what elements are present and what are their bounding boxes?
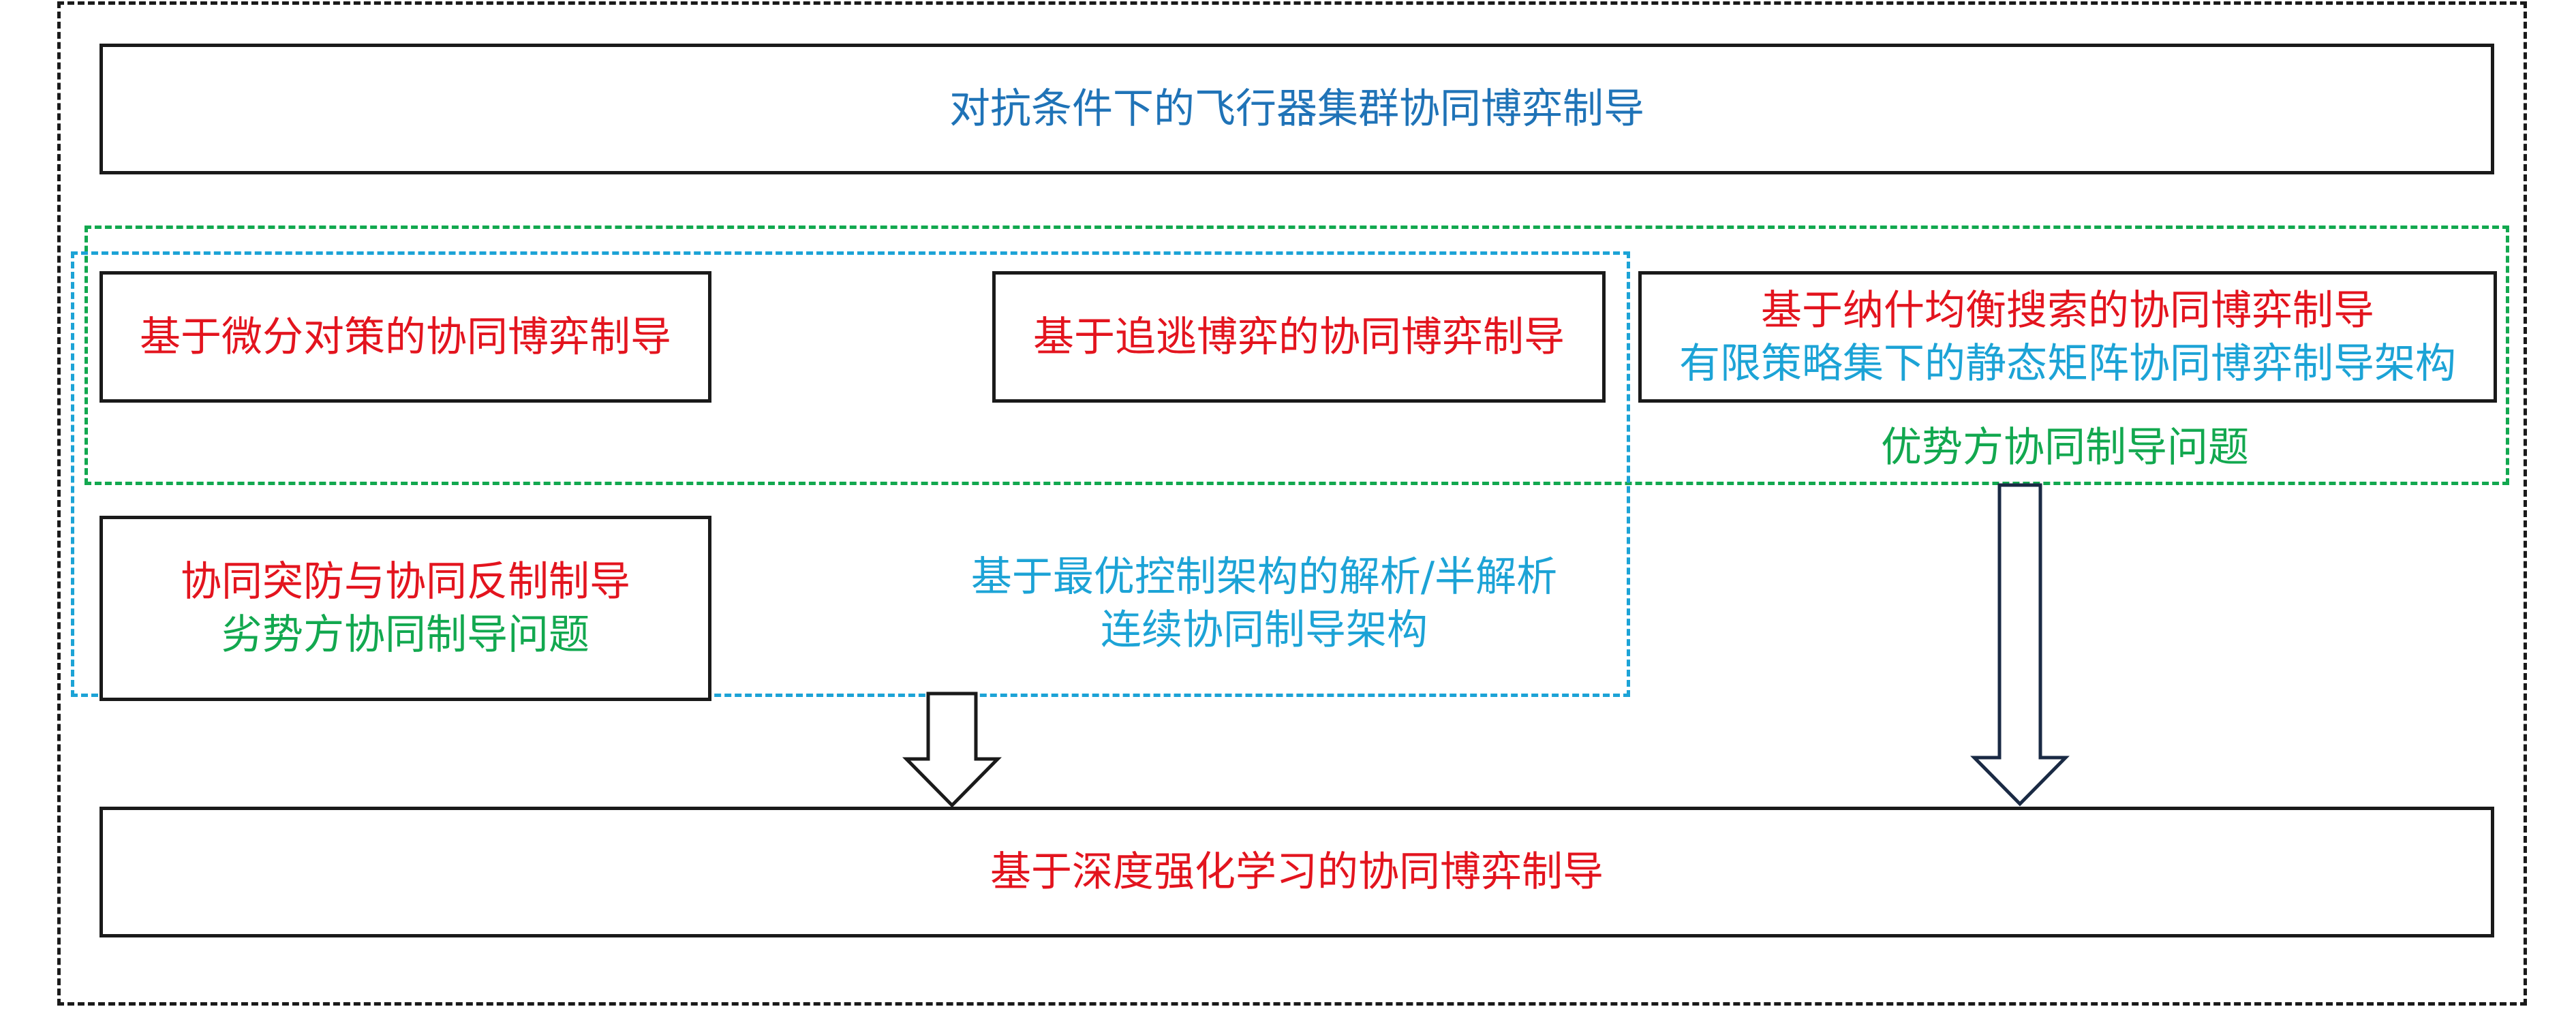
static-matrix-text: 有限策略集下的静态矩阵协同博弈制导架构 xyxy=(1679,339,2456,388)
differential-game-text: 基于微分对策的协同博弈制导 xyxy=(140,313,671,361)
optimal-control-group-frame xyxy=(71,251,1630,697)
drl-text: 基于深度强化学习的协同博弈制导 xyxy=(990,848,1604,896)
penetration-text: 协同突防与协同反制制导 xyxy=(181,558,630,606)
pursuit-evasion-text: 基于追逃博弈的协同博弈制导 xyxy=(1033,313,1565,361)
pursuit-evasion-box: 基于追逃博弈的协同博弈制导 xyxy=(992,271,1606,403)
nash-equilibrium-text: 基于纳什均衡搜索的协同博弈制导 xyxy=(1761,286,2374,335)
advantaged-group-frame xyxy=(85,226,2509,485)
disadvantaged-side-text: 劣势方协同制导问题 xyxy=(221,611,589,659)
optimal-control-line2: 连续协同制导架构 xyxy=(1101,606,1428,654)
penetration-box: 协同突防与协同反制制导 劣势方协同制导问题 xyxy=(99,516,711,701)
nash-equilibrium-box: 基于纳什均衡搜索的协同博弈制导 有限策略集下的静态矩阵协同博弈制导架构 xyxy=(1638,271,2497,403)
differential-game-box: 基于微分对策的协同博弈制导 xyxy=(99,271,711,403)
title-text: 对抗条件下的飞行器集群协同博弈制导 xyxy=(949,85,1644,133)
optimal-control-label: 基于最优控制架构的解析/半解析 连续协同制导架构 xyxy=(906,550,1622,657)
title-box: 对抗条件下的飞行器集群协同博弈制导 xyxy=(99,44,2494,174)
advantaged-side-label: 优势方协同制导问题 xyxy=(1881,424,2249,471)
outer-frame xyxy=(57,1,2527,1006)
drl-box: 基于深度强化学习的协同博弈制导 xyxy=(99,807,2494,937)
optimal-control-line1: 基于最优控制架构的解析/半解析 xyxy=(970,553,1558,601)
